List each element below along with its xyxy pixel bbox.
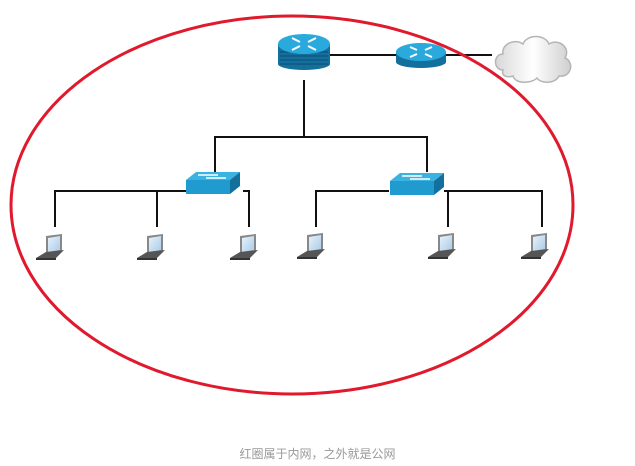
laptop-6-icon [521, 233, 549, 259]
internet-cloud-icon [494, 35, 572, 83]
network-diagram [9, 14, 575, 396]
link-core-switch2 [304, 136, 428, 172]
laptop-3-icon [230, 234, 258, 260]
edge-router-icon [396, 43, 446, 68]
laptop-5-icon [428, 233, 456, 259]
switch-2-icon [390, 173, 444, 195]
internal-network-boundary [9, 14, 575, 396]
laptop-1-icon [36, 234, 64, 260]
switch-1-icon [186, 172, 240, 194]
links [54, 54, 543, 227]
core-router-icon [278, 34, 330, 70]
figure-caption: 红圈属于内网，之外就是公网 [239, 447, 396, 461]
link-core-switch1 [214, 136, 304, 172]
link-switch2-laptop4 [315, 190, 389, 227]
laptop-2-icon [137, 234, 165, 260]
laptop-4-icon [297, 233, 325, 259]
link-switch2-right [444, 190, 543, 227]
link-switch1-left [54, 190, 186, 227]
link-switch1-laptop3 [243, 190, 250, 227]
